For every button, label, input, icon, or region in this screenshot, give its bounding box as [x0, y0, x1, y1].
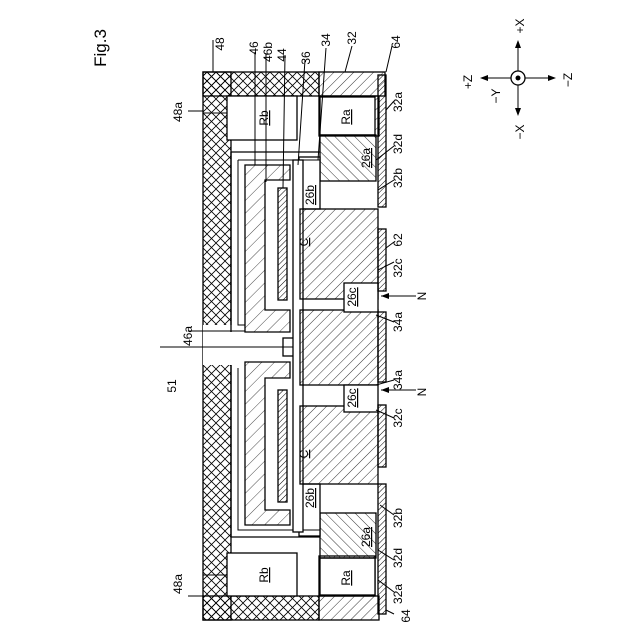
label-34a-top: 34a: [391, 312, 405, 332]
label-32d-bottom: 32d: [391, 548, 405, 568]
layer-62-mid: [378, 312, 386, 382]
label-32b-bottom: 32b: [391, 508, 405, 528]
center-block-34a: [300, 310, 378, 385]
label-C-bottom: C: [297, 449, 311, 458]
label-C-top: C: [297, 237, 311, 246]
board-44-top: [278, 188, 287, 300]
label-34: 34: [319, 33, 333, 47]
axis-plus-x: +X: [513, 18, 527, 33]
label-N-bottom: N: [415, 388, 429, 397]
label-Rb-bottom: Rb: [257, 567, 271, 583]
label-34a-bottom: 34a: [391, 370, 405, 390]
chip-C-bottom: [300, 406, 378, 484]
label-32a-top: 32a: [391, 92, 405, 112]
arrow-N-top: [381, 293, 416, 299]
axis-minus-z: −Z: [561, 73, 575, 87]
label-26b-top: 26b: [303, 185, 317, 205]
label-32d-top: 32d: [391, 134, 405, 154]
label-46: 46: [247, 41, 261, 55]
label-64-bottom: 64: [399, 609, 413, 623]
label-Ra-top: Ra: [339, 109, 353, 125]
label-32b-top: 32b: [391, 168, 405, 188]
label-26c-top: 26c: [345, 287, 359, 306]
layer-64-bottom: [378, 484, 386, 614]
axis-minus-y: −Y: [489, 88, 503, 103]
axis-indicator: +X +Z −Z −Y −X: [461, 18, 575, 139]
label-44: 44: [275, 48, 289, 62]
axis-plus-z: +Z: [461, 75, 475, 89]
figure-title: Fig.3: [91, 29, 110, 67]
label-Rb-top: Rb: [257, 110, 271, 126]
label-64-top: 64: [389, 35, 403, 49]
label-48: 48: [213, 37, 227, 51]
axis-minus-x: −X: [513, 124, 527, 139]
label-32c-top: 32c: [391, 258, 405, 277]
label-32: 32: [345, 31, 359, 45]
label-26a-top: 26a: [359, 148, 373, 168]
label-46b: 46b: [261, 42, 275, 62]
label-26c-bottom: 26c: [345, 388, 359, 407]
label-26a-bottom: 26a: [359, 527, 373, 547]
label-48a-top: 48a: [171, 102, 185, 122]
label-26b-bottom: 26b: [303, 488, 317, 508]
label-51: 51: [165, 379, 179, 393]
layer-62: [378, 229, 386, 291]
label-62: 62: [391, 233, 405, 247]
label-Ra-bottom: Ra: [339, 570, 353, 586]
label-36: 36: [299, 51, 313, 65]
label-48a-bottom: 48a: [171, 574, 185, 594]
label-46a: 46a: [181, 326, 195, 346]
board-44-bottom: [278, 390, 287, 502]
label-32a-bottom: 32a: [391, 584, 405, 604]
label-32c-bottom: 32c: [391, 408, 405, 427]
label-N-top: N: [415, 292, 429, 301]
